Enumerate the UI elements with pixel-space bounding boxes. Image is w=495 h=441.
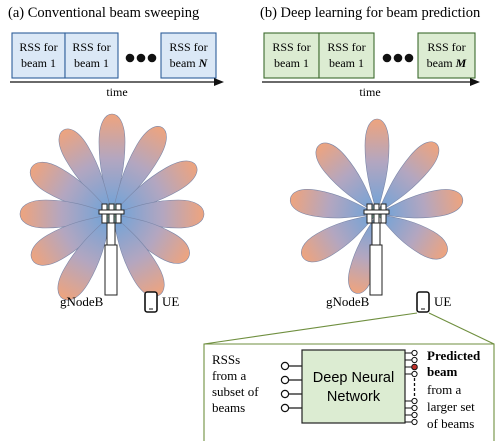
beam-lobe	[364, 118, 390, 215]
panel-b-rss-box-m: RSS for beam M	[417, 32, 476, 79]
dnn-inset: RSSs from a subset of beams Deep Neural …	[203, 343, 495, 441]
rss-box	[11, 32, 66, 79]
svg-text:larger set: larger set	[427, 399, 475, 414]
rss-box-line2: beam 1	[74, 56, 109, 70]
output-nodes	[405, 349, 418, 426]
beam-lobe	[111, 126, 167, 215]
predicted-node	[411, 363, 418, 371]
output-label: Predicted beam from a larger set of beam…	[427, 348, 481, 431]
ellipsis-icon	[125, 53, 157, 63]
panel-a-rss-box-n: RSS for beam N	[160, 32, 217, 79]
panel-a-rss-box-2: RSS for beam 1	[64, 32, 119, 79]
svg-text:Predicted: Predicted	[427, 348, 481, 363]
svg-text:subset of: subset of	[212, 384, 259, 399]
rss-box-line1: RSS for	[427, 40, 465, 54]
svg-text:from a: from a	[212, 368, 247, 383]
input-nodes	[280, 361, 302, 413]
rss-box	[417, 32, 476, 79]
callout-line	[428, 312, 495, 345]
rss-box-line2: beam N	[170, 56, 209, 70]
beam-lobe	[376, 141, 440, 215]
panel-a-rss-box-1: RSS for beam 1	[11, 32, 66, 79]
ue-label: UE	[162, 294, 179, 309]
dnn-box	[301, 349, 406, 424]
rss-box-line2: beam 1	[329, 56, 364, 70]
svg-text:from a: from a	[427, 382, 462, 397]
panel-b: (b) Deep learning for beam prediction RS…	[203, 5, 495, 345]
panel-b-rss-box-2: RSS for beam 1	[318, 32, 375, 79]
rss-box-line1: RSS for	[72, 40, 110, 54]
callout-line	[203, 312, 418, 345]
rss-box-line1: RSS for	[327, 40, 365, 54]
arrow-right-icon	[262, 78, 480, 86]
beam-pattern	[19, 113, 205, 301]
rss-box-line2: beam 1	[274, 56, 309, 70]
beam-lobe	[289, 189, 379, 219]
rss-box	[263, 32, 320, 79]
smartphone-icon	[416, 291, 430, 313]
smartphone-icon	[144, 291, 158, 313]
panel-a: (a) Conventional beam sweeping RSS for b…	[8, 5, 224, 313]
beam-lobe	[301, 213, 378, 263]
gnodeb-label: gNodeB	[326, 294, 370, 309]
svg-text:beams: beams	[212, 400, 245, 415]
panel-a-title: (a) Conventional beam sweeping	[8, 5, 199, 21]
svg-text:beam: beam	[427, 364, 458, 379]
antenna-array-icon	[363, 203, 390, 296]
ellipsis-icon	[382, 53, 414, 63]
time-label: time	[359, 85, 380, 99]
antenna-array-icon	[98, 203, 125, 296]
rss-box-line1: RSS for	[169, 40, 207, 54]
input-label: RSSs from a subset of beams	[212, 352, 259, 415]
time-label: time	[106, 85, 127, 99]
beam-lobe	[315, 142, 378, 215]
rss-box	[160, 32, 217, 79]
rss-box	[318, 32, 375, 79]
beam-pattern	[289, 118, 464, 294]
panel-b-rss-box-1: RSS for beam 1	[263, 32, 320, 79]
rss-box-line2: beam M	[427, 56, 467, 70]
rss-box-line1: RSS for	[19, 40, 57, 54]
rss-box	[64, 32, 119, 79]
rss-box-line1: RSS for	[272, 40, 310, 54]
beam-lobe	[376, 213, 448, 260]
panel-b-title: (b) Deep learning for beam prediction	[260, 5, 481, 21]
gnodeb-label: gNodeB	[60, 294, 104, 309]
dnn-label-line2: Network	[327, 389, 381, 405]
dnn-label-line1: Deep Neural	[313, 370, 394, 386]
beam-lobe	[111, 213, 165, 297]
arrow-right-icon	[10, 78, 224, 86]
beam-lobe	[57, 213, 113, 301]
svg-text:of beams: of beams	[427, 416, 474, 431]
rss-box-line2: beam 1	[21, 56, 56, 70]
inset-frame	[203, 343, 495, 441]
beam-lobe	[375, 189, 464, 219]
svg-text:RSSs: RSSs	[212, 352, 240, 367]
ue-label: UE	[434, 294, 451, 309]
